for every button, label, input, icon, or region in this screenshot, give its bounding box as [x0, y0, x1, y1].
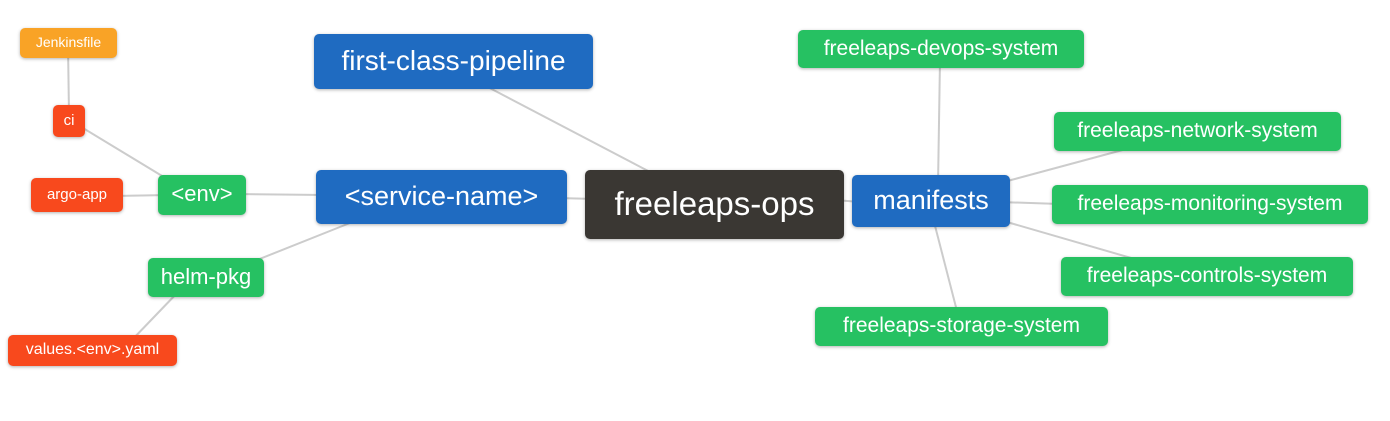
- node-label: <env>: [171, 181, 233, 206]
- edge-manifests-freeleaps-devops-system: [937, 59, 941, 186]
- edge-manifests-freeleaps-network-system: [999, 147, 1131, 184]
- edge-env-service-name: [234, 193, 326, 196]
- node-label: freeleaps-storage-system: [843, 314, 1080, 337]
- node-manifests[interactable]: manifests: [852, 175, 1010, 227]
- node-values-env-yaml[interactable]: values.<env>.yaml: [8, 335, 177, 366]
- node-label: <service-name>: [344, 180, 539, 211]
- node-first-class-pipeline[interactable]: first-class-pipeline: [314, 34, 593, 89]
- edge-helm-pkg-values-env-yaml: [129, 289, 181, 343]
- node-ci[interactable]: ci: [53, 105, 85, 137]
- node-freeleaps-monitoring-system[interactable]: freeleaps-monitoring-system: [1052, 185, 1368, 224]
- node-freeleaps-ops[interactable]: freeleaps-ops: [585, 170, 844, 239]
- edge-manifests-freeleaps-storage-system: [932, 217, 959, 316]
- node-label: values.<env>.yaml: [25, 340, 160, 358]
- node-service-name[interactable]: <service-name>: [316, 170, 567, 224]
- node-jenkinsfile[interactable]: Jenkinsfile: [20, 28, 117, 58]
- node-label: freeleaps-controls-system: [1086, 264, 1328, 287]
- node-freeleaps-controls-system[interactable]: freeleaps-controls-system: [1061, 257, 1353, 296]
- node-argo-app[interactable]: argo-app: [31, 178, 123, 212]
- node-label: freeleaps-devops-system: [823, 36, 1059, 60]
- edge-manifests-freeleaps-monitoring-system: [999, 201, 1061, 205]
- node-freeleaps-network-system[interactable]: freeleaps-network-system: [1054, 112, 1341, 151]
- edge-ci-env: [77, 124, 173, 183]
- node-label: freeleaps-network-system: [1077, 119, 1318, 142]
- edge-first-class-pipeline-freeleaps-ops: [481, 83, 653, 174]
- node-label: Jenkinsfile: [35, 34, 102, 50]
- edge-manifests-freeleaps-controls-system: [999, 219, 1146, 263]
- node-label: helm-pkg: [160, 263, 252, 289]
- node-label: ci: [63, 111, 75, 129]
- node-label: freeleaps-ops: [614, 185, 815, 222]
- node-label: freeleaps-monitoring-system: [1077, 192, 1343, 215]
- node-freeleaps-storage-system[interactable]: freeleaps-storage-system: [815, 307, 1108, 346]
- node-label: first-class-pipeline: [341, 44, 566, 76]
- node-env[interactable]: <env>: [158, 175, 246, 215]
- node-label: manifests: [873, 184, 989, 215]
- node-label: argo-app: [46, 185, 108, 203]
- node-freeleaps-devops-system[interactable]: freeleaps-devops-system: [798, 30, 1084, 68]
- node-helm-pkg[interactable]: helm-pkg: [148, 258, 264, 297]
